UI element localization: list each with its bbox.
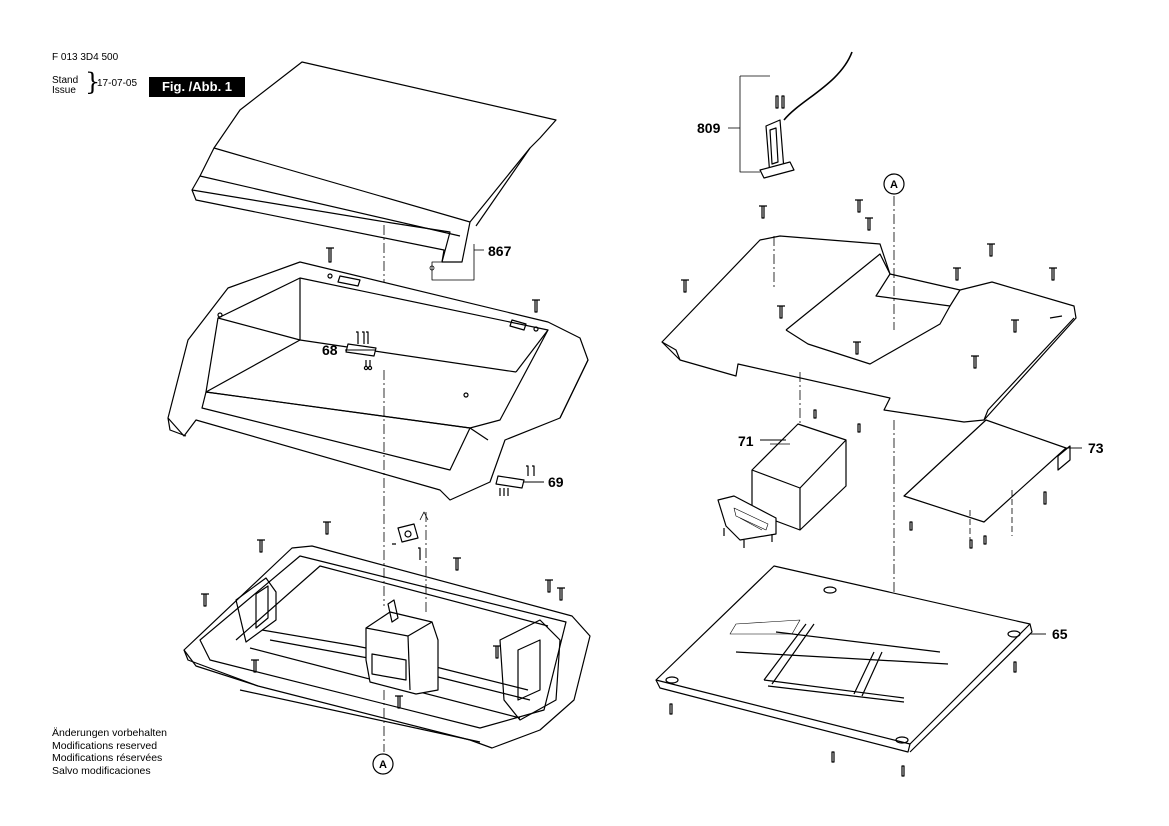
issue-label: Issue (52, 85, 76, 96)
table-plate (661, 196, 1077, 610)
document-number: F 013 3D4 500 (52, 52, 119, 63)
footnote-fr: Modifications réservées (52, 752, 163, 764)
footnote-en: Modifications reserved (52, 739, 158, 752)
part-label-867: 867 (488, 243, 512, 259)
callout-letter-top: A (890, 179, 898, 191)
upper-frame-housing (167, 247, 589, 501)
cover-part-867 (191, 61, 557, 370)
switch-part-809 (728, 51, 853, 179)
footnote-de: Änderungen vorbehalten (52, 727, 168, 739)
part-label-809: 809 (697, 120, 721, 136)
part-label-69: 69 (548, 474, 564, 490)
bracket-part-69 (495, 465, 535, 496)
stand-label: Stand (52, 75, 79, 86)
bracket-part-68 (345, 331, 377, 371)
part-label-68: 68 (322, 342, 338, 358)
figure-label-badge: Fig. /Abb. 1 (149, 77, 245, 97)
callout-letter-bottom: A (379, 759, 387, 771)
part-label-71: 71 (738, 433, 754, 449)
footnotes: Änderungen vorbehalten Modifications res… (52, 727, 167, 777)
callout-circle-bottom (372, 753, 394, 775)
footnote-es: Salvo modificaciones (52, 764, 151, 777)
brace-symbol: } (85, 68, 101, 96)
stand-issue-label: Stand Issue (52, 76, 78, 96)
issue-date: 17-07-05 (97, 78, 138, 89)
bottom-plate-part-65 (655, 565, 1033, 777)
lower-base-frame (183, 370, 591, 752)
box-part-71 (717, 409, 861, 548)
part-label-73: 73 (1088, 440, 1104, 456)
board-part-73 (903, 419, 1071, 549)
callout-circle-top (883, 173, 905, 195)
leader-lines (345, 349, 1082, 635)
part-label-65: 65 (1052, 626, 1068, 642)
